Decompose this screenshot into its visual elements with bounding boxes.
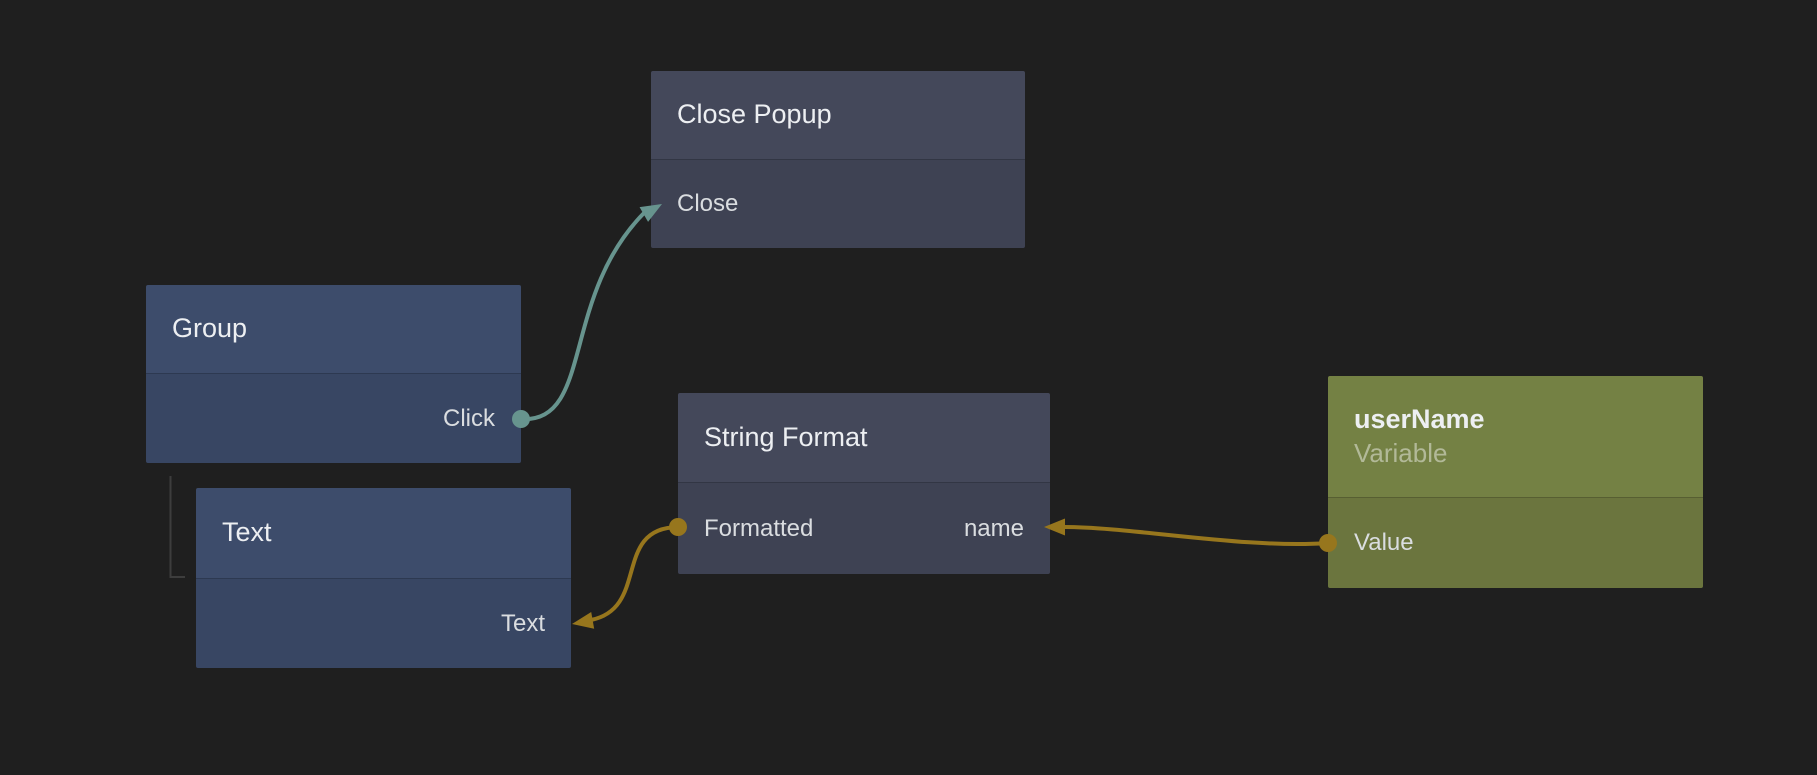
port-close-label: Close <box>677 190 739 217</box>
node-subtitle: Variable <box>1354 438 1448 469</box>
node-username[interactable]: userName Variable Value <box>1328 376 1703 588</box>
edge-value-to-name[interactable] <box>1044 518 1337 553</box>
node-string-format-body: Formatted name <box>678 482 1050 574</box>
port-click-label: Click <box>443 404 495 432</box>
edge-click-to-close-path <box>519 211 646 422</box>
edge-formatted-to-text-path <box>589 525 680 622</box>
node-close-popup-body: Close <box>651 159 1025 248</box>
arrowhead-text-icon <box>572 611 595 629</box>
node-username-body: Value <box>1328 497 1703 588</box>
edge-click-to-close[interactable] <box>512 197 666 428</box>
port-value[interactable]: Value <box>1328 498 1703 588</box>
node-close-popup[interactable]: Close Popup Close <box>651 71 1025 248</box>
port-text-label: Text <box>500 609 545 637</box>
edge-formatted-to-text[interactable] <box>571 518 687 632</box>
node-title: Close Popup <box>677 99 832 130</box>
node-title: userName <box>1354 404 1485 435</box>
port-click[interactable]: Click <box>146 374 521 463</box>
node-text-header: Text <box>196 488 571 578</box>
node-title: Group <box>172 313 248 344</box>
edge-value-to-name-path <box>1062 525 1330 547</box>
node-string-format[interactable]: String Format Formatted name <box>678 393 1050 574</box>
node-close-popup-header: Close Popup <box>651 71 1025 159</box>
port-formatted[interactable]: Formatted <box>704 514 814 542</box>
port-text[interactable]: Text <box>196 579 571 668</box>
node-group[interactable]: Group Click <box>146 285 521 463</box>
node-text[interactable]: Text Text <box>196 488 571 668</box>
hierarchy-line-group-text <box>169 476 185 578</box>
port-name[interactable]: name <box>963 514 1024 542</box>
node-group-body: Click <box>146 373 521 463</box>
node-title: String Format <box>704 421 868 452</box>
port-row-formatted-name: Formatted name <box>678 483 1050 574</box>
port-close[interactable]: Close <box>651 160 1025 248</box>
node-text-body: Text <box>196 578 571 668</box>
node-title: Text <box>222 517 272 548</box>
port-value-label: Value <box>1354 529 1414 556</box>
node-string-format-header: String Format <box>678 393 1050 482</box>
node-group-header: Group <box>146 285 521 373</box>
node-username-header: userName Variable <box>1328 376 1703 497</box>
